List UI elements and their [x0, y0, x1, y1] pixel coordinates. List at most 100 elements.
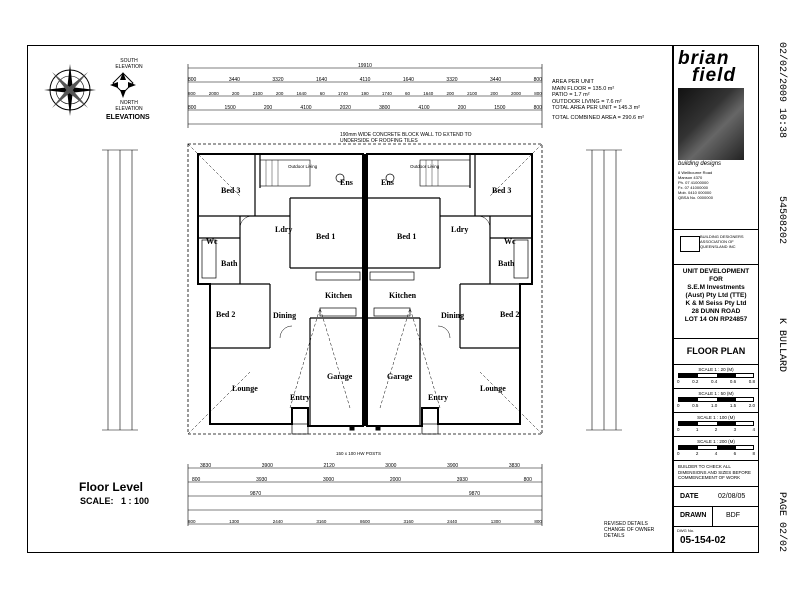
room-ens-right: Ens: [381, 178, 394, 187]
fax-timestamp: 02/02/2009 10:38: [776, 42, 787, 139]
drawing-scale: SCALE: 1 : 100: [80, 496, 150, 506]
dimension-value: 1640: [316, 77, 328, 83]
south-elevation-label: SOUTH ELEVATION: [115, 58, 143, 70]
bottom-dimension-lines: [187, 464, 543, 526]
builder-note: BUILDER TO CHECK ALL DIMENSIONS AND SIZE…: [678, 464, 752, 480]
dimension-value: 4110: [359, 77, 371, 83]
scale-bar-3: SCALE 1 : 100 (M) 0 1 2 3 4: [674, 415, 758, 432]
dimension-value: 800: [188, 519, 196, 524]
dimension-value: 1640: [402, 77, 414, 83]
scale-label: SCALE 1 : 20 (M): [698, 367, 734, 372]
drawing-title: Floor Level: [79, 480, 144, 494]
dimension-value: 200: [490, 91, 498, 96]
dimension-value: 9870: [250, 491, 262, 497]
room-bed1-right: Bed 1: [397, 232, 417, 241]
scale-label: SCALE 1 : 100 (M): [697, 415, 735, 420]
scale-tick: 8: [752, 451, 755, 456]
room-garage-right: Garage: [387, 372, 413, 381]
dimension-value: 1740: [337, 91, 348, 96]
room-dining-right: Dining: [441, 311, 465, 320]
room-bed2-right: Bed 2: [500, 310, 520, 319]
fax-page: PAGE 02/02: [776, 492, 787, 553]
room-kitchen-right: Kitchen: [389, 291, 417, 300]
contact-line: Manson 4370: [678, 175, 703, 180]
dimension-value: 60: [319, 91, 325, 96]
project-line: FOR: [709, 276, 723, 283]
dimension-value: 3320: [272, 77, 284, 83]
dimension-value: 200: [263, 105, 273, 111]
dimension-value: 1300: [490, 519, 501, 524]
room-entry-left: Entry: [290, 393, 310, 402]
dimension-value: 800: [188, 91, 196, 96]
dimension-value: 3900: [261, 463, 273, 469]
scale-bar-4: SCALE 1 : 200 (M) 0 2 4 6 8: [674, 439, 758, 456]
scale-tick: 0.2: [692, 379, 699, 384]
dimension-value: 3930: [256, 477, 268, 483]
dimension-value: 800: [533, 105, 542, 111]
scale-bar-2: SCALE 1 : 50 (M) 0 0.5 1.0 1.5 2.0: [674, 391, 758, 408]
dimension-value: 1640: [296, 91, 307, 96]
scale-bar-1: SCALE 1 : 20 (M) 0 0.2 0.4 0.6 0.8: [674, 367, 758, 384]
dim-row: 9870 9870: [250, 491, 480, 497]
area-line: TOTAL AREA PER UNIT = 145.3 m²: [552, 105, 640, 111]
fax-recipient: K BULLARD: [776, 318, 787, 373]
dimension-value: 2440: [447, 519, 458, 524]
scale-tick: 3: [733, 427, 737, 432]
logo-photo: [678, 88, 744, 160]
dimension-value: 800: [523, 477, 532, 483]
dimension-value: 200: [446, 91, 454, 96]
area-line: MAIN FLOOR = 135.0 m²: [552, 85, 615, 92]
room-bath-right: Bath: [498, 259, 515, 268]
dimension-value: 3160: [403, 519, 414, 524]
project-line: LOT 14 ON RP24857: [684, 316, 748, 323]
room-outdoor-left: Outdoor Living: [288, 164, 318, 169]
dimension-value: 9870: [468, 491, 480, 497]
contact-line: QBSA No. 0000000: [678, 195, 713, 200]
association-text: BUILDING DESIGNERS ASSOCIATION OF QUEENS…: [700, 234, 744, 249]
drawn-value: BDF: [726, 512, 740, 519]
room-bed3-right: Bed 3: [492, 186, 512, 195]
scale-tick: 0.6: [729, 379, 737, 384]
elevations-label: ELEVATIONS: [106, 114, 150, 121]
dimension-value: 800: [188, 77, 197, 83]
dim-overall: 19910: [358, 63, 372, 69]
dimension-value: 1500: [224, 105, 236, 111]
title-block: brian field building designs 8 Wellbourn…: [673, 45, 759, 553]
dimension-value: 200: [457, 105, 467, 111]
scale-tick: 0.4: [710, 379, 718, 384]
scale-tick: 0: [677, 403, 680, 408]
brand-tagline: building designs: [678, 161, 722, 167]
dimension-value: 2440: [272, 519, 283, 524]
side-dimension-lines: [102, 149, 622, 431]
room-wc-right: Wc: [504, 237, 516, 246]
dimension-value: 3000: [322, 477, 335, 483]
room-bath-left: Bath: [221, 259, 238, 268]
dimension-value: 2100: [252, 91, 263, 96]
dimension-value: 2020: [339, 105, 351, 111]
dimension-value: 3800: [379, 105, 391, 111]
dimension-value: 800: [192, 477, 201, 483]
area-combined: TOTAL COMBINED AREA = 290.6 m²: [552, 114, 645, 121]
dimension-value: 3830: [200, 463, 212, 469]
room-bed1-left: Bed 1: [316, 232, 336, 241]
dimension-value: 8600: [359, 519, 370, 524]
dwg-label: DWG No.: [677, 528, 695, 533]
dimension-value: 3320: [446, 77, 458, 83]
dimension-value: 2000: [208, 91, 219, 96]
dimension-value: 200: [231, 91, 240, 96]
dimension-value: 3160: [316, 519, 327, 524]
dimension-value: 4100: [418, 105, 430, 111]
room-kitchen-left: Kitchen: [325, 291, 353, 300]
dimension-value: 1640: [423, 91, 434, 96]
contact-line: Ph. 07 41000000: [678, 180, 709, 185]
scale-tick: 0.8: [748, 379, 755, 384]
drawing-sheet: [27, 45, 673, 553]
association-logo-icon: [680, 236, 700, 252]
dimension-value: 1740: [381, 91, 392, 96]
dimension-value: 200: [275, 91, 284, 96]
